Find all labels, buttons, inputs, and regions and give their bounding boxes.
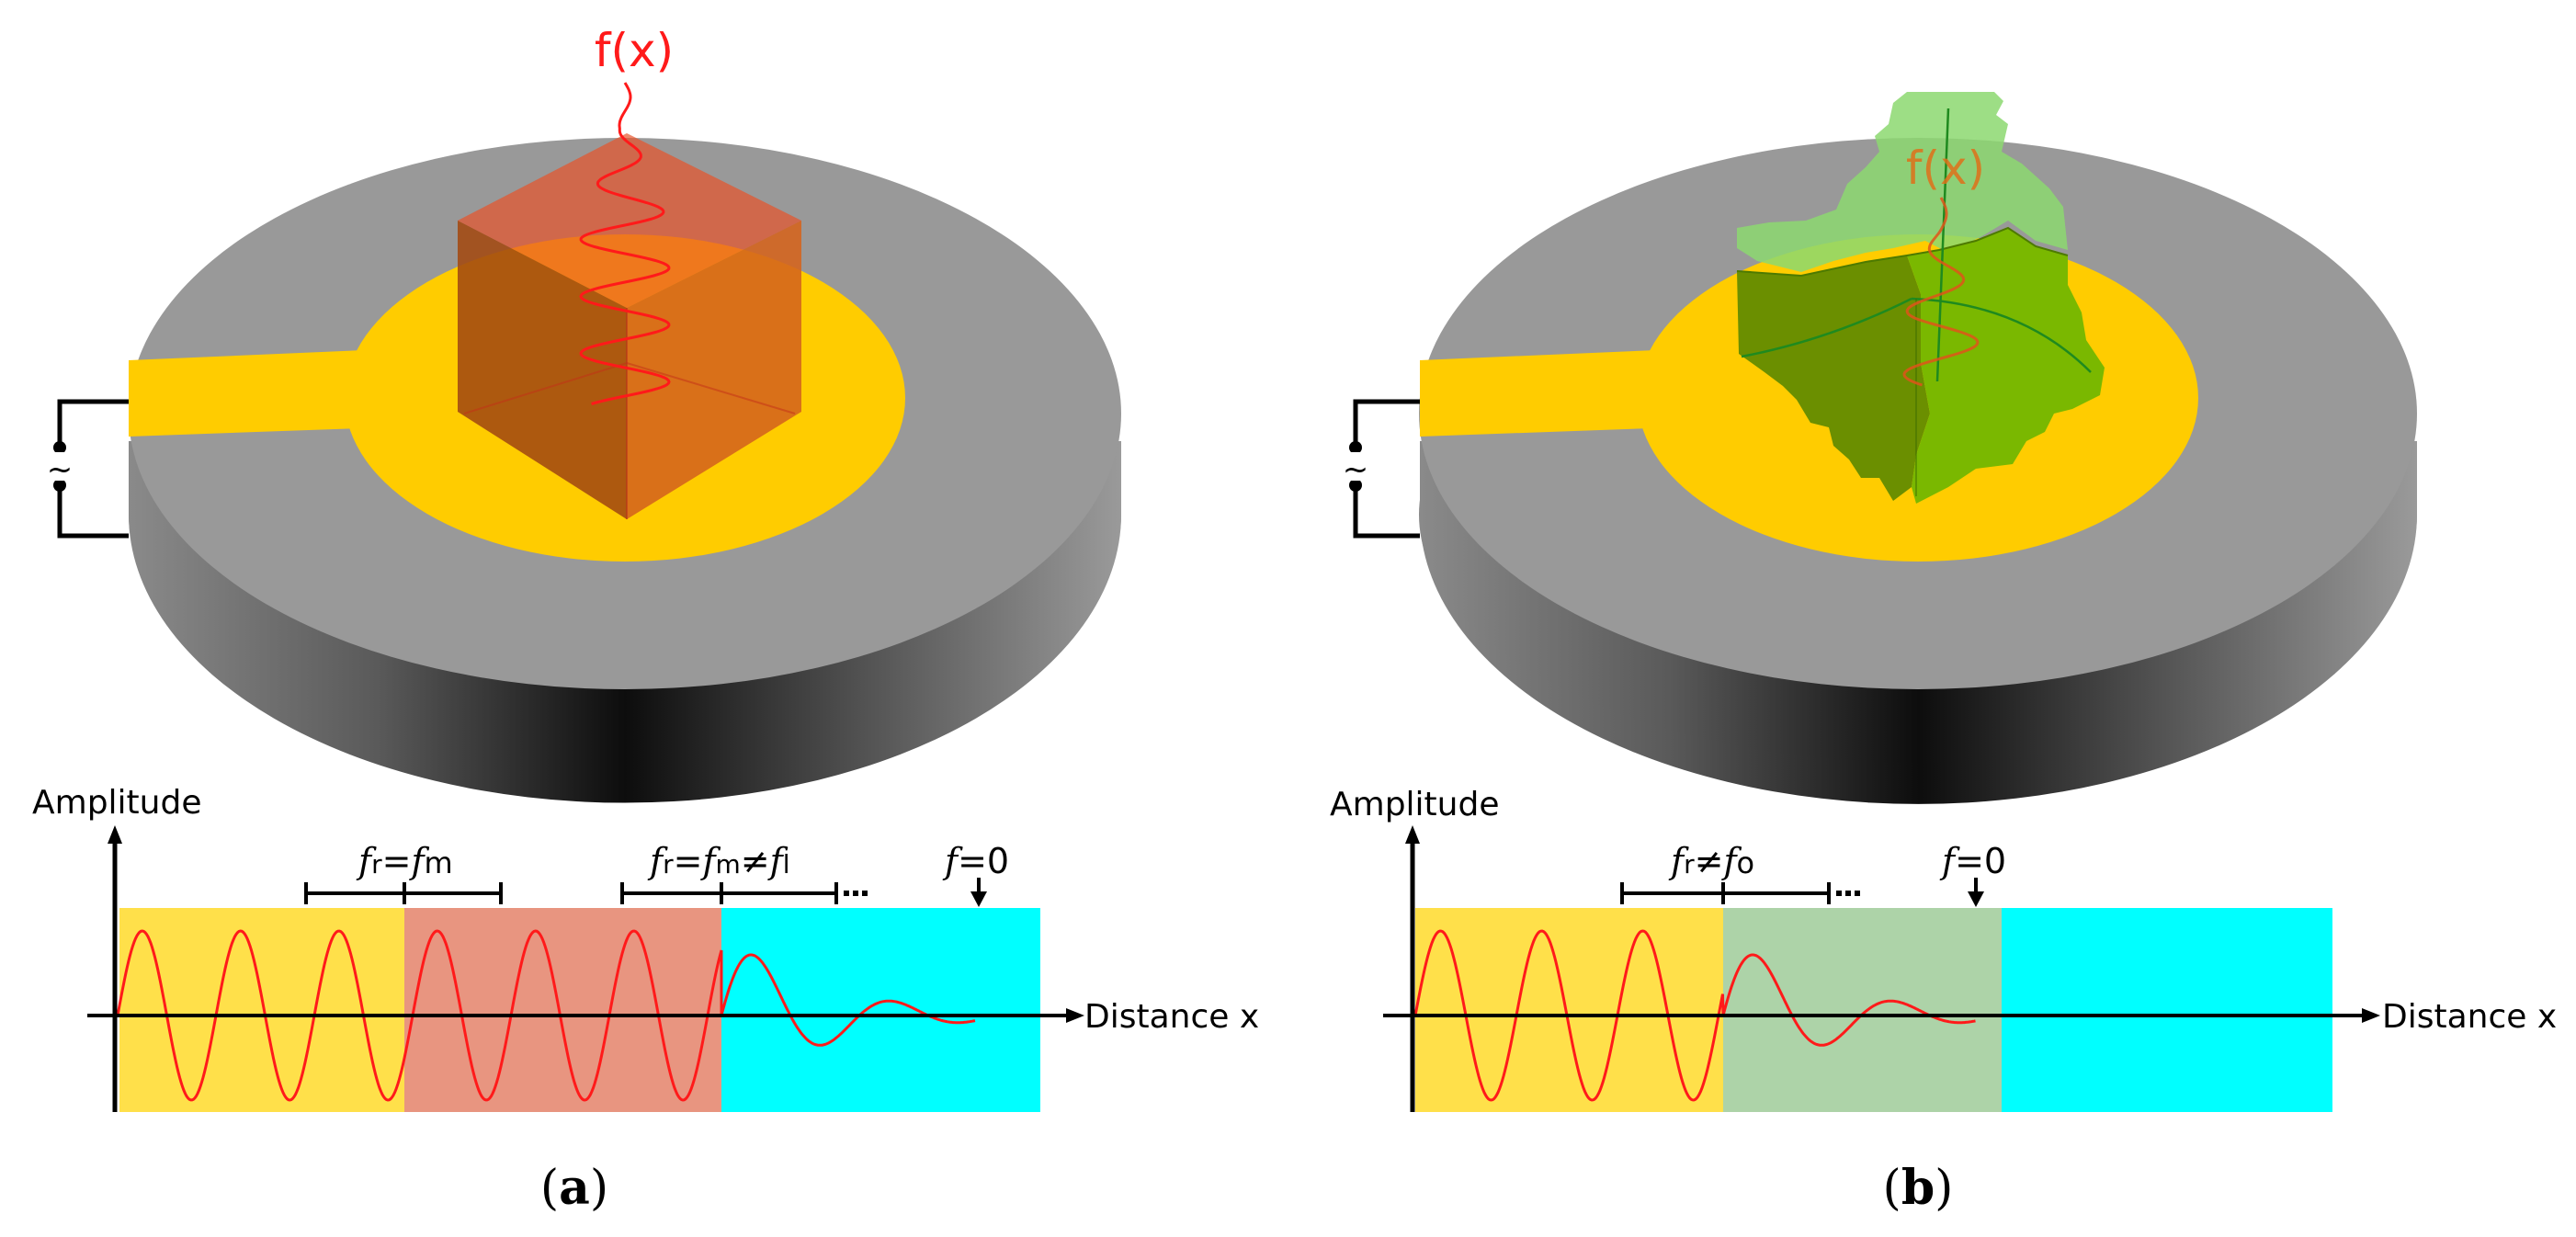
soil-sample-b <box>1736 92 2105 504</box>
band-green-b <box>1723 908 2002 1112</box>
ac-terminal-bottom-b <box>1349 479 1362 492</box>
bracket-2-label-a: fr=fm≠fl <box>647 841 790 881</box>
cube-top-face-a <box>458 133 801 308</box>
cube-right-face-a <box>627 221 801 519</box>
electrode-lead-b <box>1420 349 1677 437</box>
distance-label-a: Distance x <box>1084 998 1259 1036</box>
bracket-1-label-b: fr≠fo <box>1668 841 1754 881</box>
amplitude-label-b: Amplitude <box>1330 786 1499 823</box>
zero-frequency-label-b: f=0 <box>1939 841 2006 881</box>
graph-b: Amplitude Distance x fr≠fo f=0 <box>1330 786 2557 1112</box>
soil-front-left-b <box>1737 255 1930 501</box>
bracket-1-label-a: fr=fm <box>356 841 453 881</box>
ac-terminal-top-b <box>1349 441 1362 454</box>
fx-label-a: f(x) <box>595 24 674 77</box>
soil-plane-curve-right-b <box>1911 297 2092 373</box>
zero-frequency-label-a: f=0 <box>942 841 1009 881</box>
band-salmon-a <box>404 908 721 1112</box>
electrode-lead-a <box>129 349 386 437</box>
soil-plane-curve-left-b <box>1741 297 1912 358</box>
panel-a: ~ f(x) Amplitude Distance x <box>32 24 1259 1216</box>
band-cyan-b <box>2002 908 2332 1112</box>
x-axis-arrow-b <box>2362 1008 2380 1023</box>
wavelength-bracket-2-a <box>620 882 838 904</box>
amplitude-label-a: Amplitude <box>32 784 201 822</box>
wavelength-bracket-1-b <box>1620 882 1831 904</box>
ellipsis-dots-b <box>1836 891 1860 896</box>
ac-source-a: ~ <box>46 399 129 539</box>
band-cyan-a <box>721 908 1040 1112</box>
soil-vertical-axis-b <box>1935 108 1950 382</box>
ellipsis-dots-a <box>844 891 868 896</box>
ac-symbol-a: ~ <box>47 451 74 488</box>
zero-arrow-head-a <box>970 891 987 907</box>
graph-a: Amplitude Distance x fr=fm <box>32 784 1259 1112</box>
soil-front-right-b <box>1907 228 2105 504</box>
panel-b: ~ f(x) Amplitude Distance x <box>1330 92 2557 1216</box>
ac-symbol-b: ~ <box>1343 451 1369 488</box>
soil-top-light-b <box>1737 92 2068 272</box>
y-axis-arrow-b <box>1405 825 1420 844</box>
zero-arrow-head-b <box>1968 891 1984 907</box>
caption-a: (a) <box>540 1160 608 1216</box>
ac-terminal-top-a <box>53 441 66 454</box>
vertical-wave-b <box>1902 197 1980 387</box>
material-cube-a <box>458 133 801 519</box>
band-yellow-b <box>1415 908 1723 1112</box>
x-axis-arrow-a <box>1066 1008 1084 1023</box>
caption-b: (b) <box>1883 1160 1954 1216</box>
ac-terminal-bottom-a <box>53 479 66 492</box>
soil-front-top-edge-b <box>1736 226 2069 278</box>
fx-label-b: f(x) <box>1906 142 1985 195</box>
ac-source-b: ~ <box>1342 399 1420 539</box>
graph-wave-b <box>1413 929 1976 1102</box>
y-axis-arrow-a <box>108 825 122 844</box>
wavelength-bracket-1-a <box>304 882 503 904</box>
distance-label-b: Distance x <box>2382 998 2557 1036</box>
vertical-wave-a <box>579 82 671 405</box>
graph-wave-a <box>116 929 976 1102</box>
cube-left-face-a <box>458 221 627 519</box>
